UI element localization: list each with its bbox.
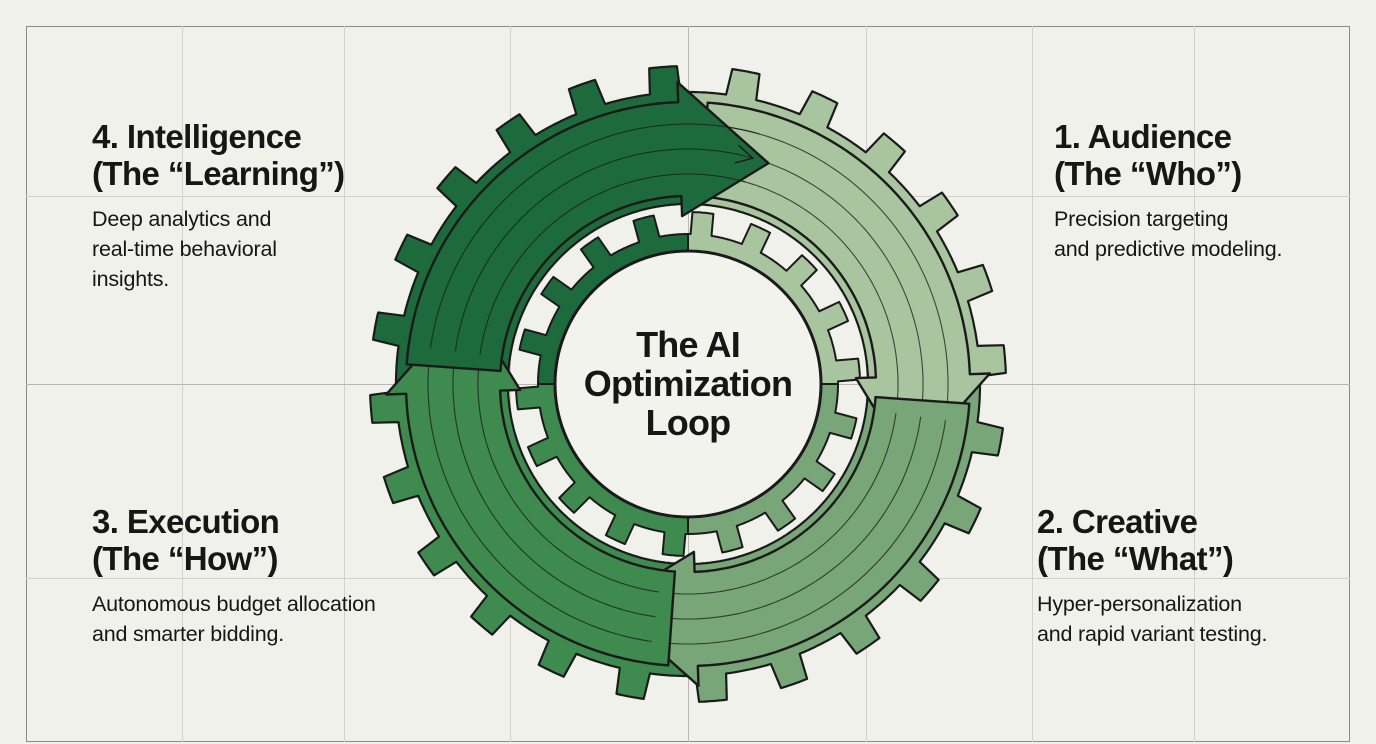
arrow-guide-line [477,325,659,593]
stage-title: 4. Intelligence (The “Learning”) [92,118,345,192]
stage-execution: 3. Execution (The “How”) Autonomous budg… [92,503,376,649]
stage-title: 2. Creative (The “What”) [1037,503,1267,577]
stage-title-line: (The “Learning”) [92,155,345,192]
arrow-guide-line [724,125,949,456]
stage-title-line: (The “How”) [92,540,278,577]
stage-title: 1. Audience (The “Who”) [1054,118,1282,192]
arrow-guide-line [454,148,753,352]
arrow-guide-line [452,319,656,618]
arrow-guide-line [427,312,652,643]
stage-creative: 2. Creative (The “What”) Hyper-personali… [1037,503,1267,649]
arrow-guide-line [629,413,897,595]
stage-description-line: insights. [92,267,170,291]
arrow-chevron-icon [734,144,755,164]
stage-description: Hyper-personalization and rapid variant … [1037,589,1267,649]
stage-description-line: Deep analytics and [92,207,272,231]
arrow-guide-line [479,173,747,355]
stage-description: Autonomous budget allocation and smarter… [92,589,376,649]
stage-description-line: and predictive modeling. [1054,237,1283,261]
arrow-guide-line [720,150,924,449]
stage-title-line: 4. Intelligence [92,118,302,155]
stage-title-line: 3. Execution [92,503,280,540]
cycle-arrows [385,81,991,687]
stage-title-line: 2. Creative [1037,503,1198,540]
stage-description-line: Precision targeting [1054,207,1229,231]
stage-description-line: and smarter bidding. [92,622,284,646]
stage-description: Precision targeting and predictive model… [1054,204,1282,264]
stage-title-line: (The “What”) [1037,540,1234,577]
stage-description-line: and rapid variant testing. [1037,622,1268,646]
center-title-line-3: Loop [646,402,731,443]
stage-title-line: 1. Audience [1054,118,1232,155]
arrow-guide-line [717,175,899,443]
cycle-arrow [405,81,770,373]
stage-description-line: Autonomous budget allocation [92,592,376,616]
stage-description-line: Hyper-personalization [1037,592,1242,616]
arrow-guide-line [616,420,947,645]
stage-description: Deep analytics and real-time behavioral … [92,204,345,294]
center-title-line-2: Optimization [584,363,792,404]
stage-description-line: real-time behavioral [92,237,277,261]
arrow-guide-line [429,123,760,348]
center-hub [553,249,823,519]
stage-title-line: (The “Who”) [1054,155,1242,192]
arrow-guide-line [623,416,922,620]
center-title-line-1: The AI [636,324,740,365]
stage-intelligence: 4. Intelligence (The “Learning”) Deep an… [92,118,345,294]
stage-title: 3. Execution (The “How”) [92,503,376,577]
stage-audience: 1. Audience (The “Who”) Precision target… [1054,118,1282,264]
